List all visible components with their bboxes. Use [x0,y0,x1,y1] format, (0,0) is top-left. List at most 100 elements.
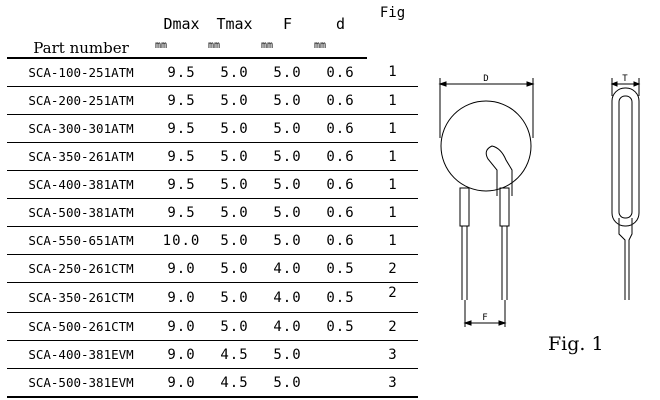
cell-tmax: 4.5 [208,368,261,398]
unit-dmax: mm [155,33,208,59]
cell-f: 5.0 [261,226,314,255]
cell-tmax: 4.5 [208,340,261,369]
cell-part-number: SCA-300-301ATM [7,114,155,143]
cell-dmax: 9.5 [155,170,208,199]
cell-dmax: 9.5 [155,86,208,115]
figure-caption: Fig. 1 [548,333,604,355]
cell-f: 5.0 [261,142,314,171]
table-row: SCA-200-251ATM 9.5 5.0 5.0 0.6 1 [7,86,418,115]
cell-dmax: 9.0 [155,312,208,341]
cell-f: 5.0 [261,368,314,398]
cell-d [314,340,367,369]
d-label: D [483,74,488,84]
cell-tmax: 5.0 [208,170,261,199]
cell-part-number: SCA-500-261CTM [7,312,155,341]
cell-dmax: 9.5 [155,142,208,171]
cell-f: 4.0 [261,282,314,313]
cell-dmax: 9.0 [155,282,208,313]
cell-dmax: 9.0 [155,368,208,398]
cell-fig: 1 [367,86,418,115]
cell-dmax: 9.5 [155,198,208,227]
cell-dmax: 9.5 [155,58,208,87]
table-row: SCA-100-251ATM 9.5 5.0 5.0 0.6 1 [7,58,418,87]
cell-dmax: 9.0 [155,254,208,283]
table-body: SCA-100-251ATM 9.5 5.0 5.0 0.6 1 SCA-200… [7,58,418,398]
lead-bend [485,145,513,196]
header-f: F [282,15,293,33]
cell-dmax: 9.5 [155,114,208,143]
cell-d: 0.6 [314,86,367,115]
t-arrow-left [610,81,618,87]
cell-part-number: SCA-250-261CTM [7,254,155,283]
table-row: SCA-350-261CTM 9.0 5.0 4.0 0.5 2 [7,282,418,313]
cell-tmax: 5.0 [208,58,261,87]
cell-d: 0.6 [314,114,367,143]
table-row: SCA-500-381EVM 9.0 4.5 5.0 3 [7,368,418,398]
t-label: T [622,74,628,84]
cell-d: 0.5 [314,254,367,283]
table-header: Part number Dmax Tmax F d Fig mm mm mm m… [7,3,418,59]
cell-part-number: SCA-200-251ATM [7,86,155,115]
cell-tmax: 5.0 [208,114,261,143]
cell-d: 0.6 [314,198,367,227]
cell-d: 0.6 [314,226,367,255]
header-tmax: Tmax [216,15,253,33]
side-body [611,87,640,227]
unit-f: mm [261,33,314,59]
cell-tmax: 5.0 [208,312,261,341]
cell-dmax: 9.0 [155,340,208,369]
cell-f: 5.0 [261,86,314,115]
cell-part-number: SCA-350-261CTM [7,282,155,313]
cell-fig: 2 [367,282,418,313]
cell-f: 4.0 [261,312,314,341]
cell-d: 0.6 [314,58,367,87]
cell-fig: 1 [367,114,418,143]
component-drawing: D F T [438,74,641,327]
cell-part-number: SCA-500-381ATM [7,198,155,227]
cell-f: 5.0 [261,114,314,143]
header-fig: Fig [379,5,406,21]
table-row: SCA-250-261CTM 9.0 5.0 4.0 0.5 2 [7,254,418,283]
cell-tmax: 5.0 [208,198,261,227]
cell-d: 0.5 [314,312,367,341]
cell-part-number: SCA-100-251ATM [7,58,155,87]
cell-tmax: 5.0 [208,86,261,115]
cell-fig: 2 [367,312,418,341]
cell-part-number: SCA-500-381EVM [7,368,155,398]
f-label: F [482,313,487,323]
cell-f: 5.0 [261,170,314,199]
table-row: SCA-500-261CTM 9.0 5.0 4.0 0.5 2 [7,312,418,341]
cell-part-number: SCA-400-381ATM [7,170,155,199]
cell-fig: 1 [367,142,418,171]
header-dmax: Dmax [163,15,200,33]
side-lead-right [628,218,633,300]
cell-fig: 1 [367,170,418,199]
table-row: SCA-500-381ATM 9.5 5.0 5.0 0.6 1 [7,198,418,227]
cell-f: 5.0 [261,198,314,227]
front-view: D F [438,74,535,327]
cell-f: 5.0 [261,58,314,87]
cell-d: 0.5 [314,282,367,313]
header-d: d [335,15,346,33]
unit-d: mm [314,33,367,59]
cell-d: 0.6 [314,142,367,171]
side-lead-left [618,218,626,300]
cell-tmax: 5.0 [208,142,261,171]
t-arrow-right [633,81,641,87]
cell-part-number: SCA-400-381EVM [7,340,155,369]
cell-tmax: 5.0 [208,226,261,255]
unit-tmax: mm [208,33,261,59]
spec-table: Part number Dmax Tmax F d Fig mm mm mm m… [7,3,418,398]
cell-f: 5.0 [261,340,314,369]
d-arrow-right [526,81,535,87]
cell-part-number: SCA-350-261ATM [7,142,155,171]
cell-fig: 1 [367,226,418,255]
left-lead-sleeve [459,187,470,227]
cell-tmax: 5.0 [208,254,261,283]
table-row: SCA-400-381ATM 9.5 5.0 5.0 0.6 1 [7,170,418,199]
cell-fig: 1 [367,58,418,87]
table-row: SCA-400-381EVM 9.0 4.5 5.0 3 [7,340,418,369]
table-row: SCA-300-301ATM 9.5 5.0 5.0 0.6 1 [7,114,418,143]
f-arrow-right [498,320,507,326]
cell-f: 4.0 [261,254,314,283]
